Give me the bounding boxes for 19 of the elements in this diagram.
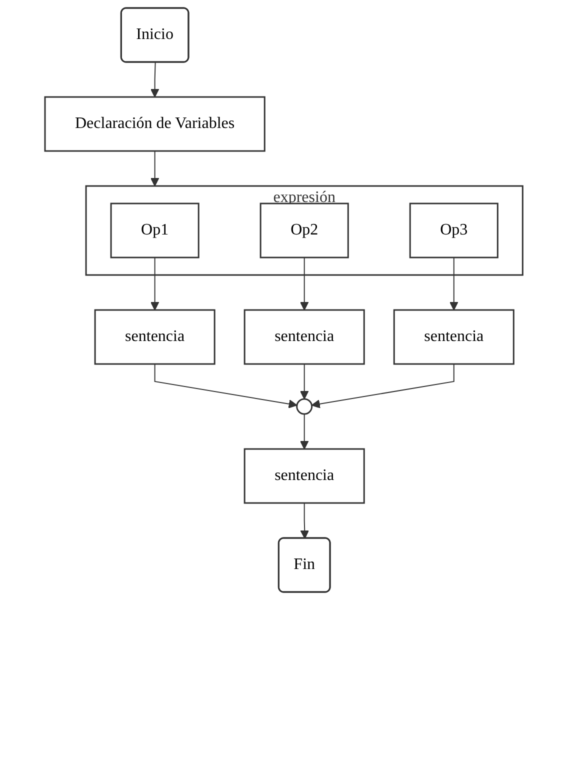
arrow [154, 364, 298, 408]
arrow [300, 502, 310, 539]
arrow [300, 257, 309, 310]
node-box: Op3 [410, 202, 499, 258]
node-box: sentencia [94, 309, 216, 365]
node-box: Op1 [110, 202, 200, 258]
node-box: sentencia [244, 309, 366, 365]
arrow [300, 414, 309, 450]
node-box: sentencia [244, 448, 366, 504]
arrow [450, 257, 458, 310]
node-box: Op2 [260, 202, 350, 258]
arrow [150, 62, 160, 98]
node-box: Declaración de Variables [44, 96, 266, 152]
node-box: sentencia [394, 309, 515, 365]
node-circle [296, 398, 313, 415]
arrow [150, 150, 160, 186]
arrow [300, 364, 309, 400]
arrow [150, 257, 160, 310]
arrow [312, 364, 455, 408]
